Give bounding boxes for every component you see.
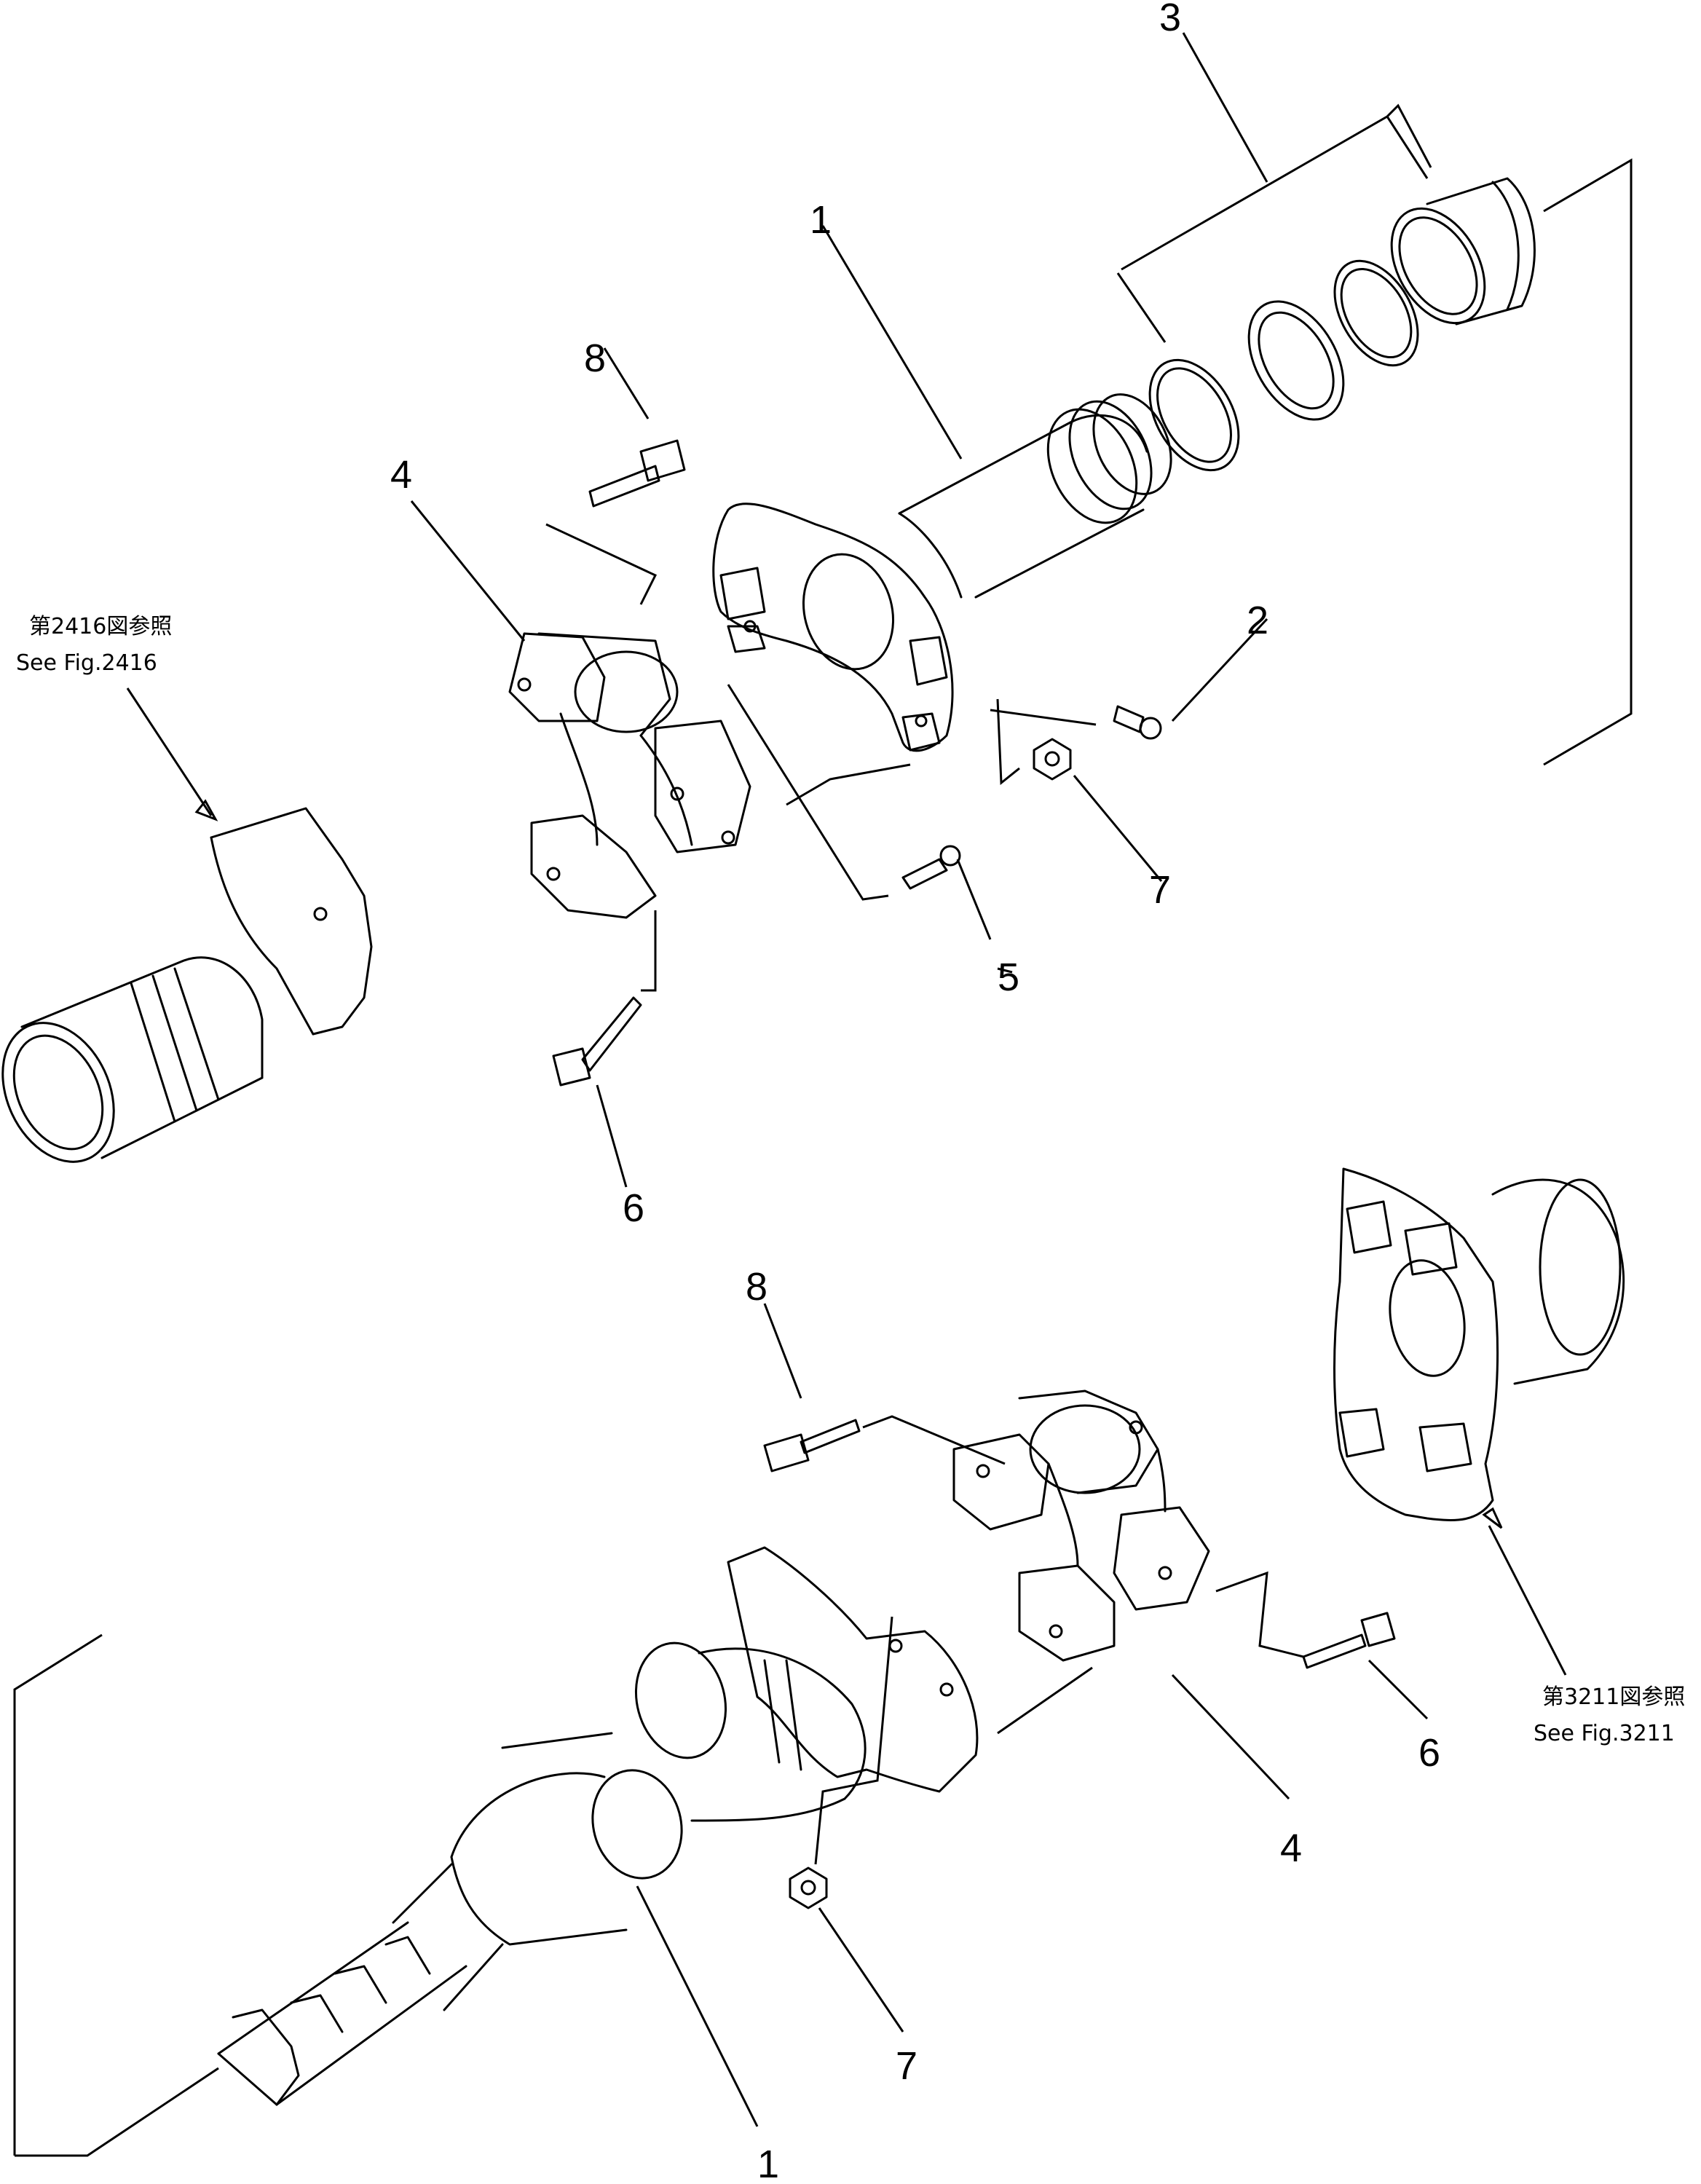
upper-leader-lines [126, 32, 1633, 1188]
upper-grease-fitting [901, 845, 961, 890]
lower-yoke [634, 1546, 979, 1822]
lower-callout-1: 1 [757, 2142, 779, 2184]
lower-reference-jp: 第3211図参照 [1542, 1684, 1685, 1710]
lower-bolt-8 [763, 1419, 861, 1473]
upper-callout-5: 5 [998, 955, 1019, 999]
upper-callout-3: 3 [1159, 0, 1181, 39]
upper-callout-6: 6 [623, 1186, 644, 1230]
lower-callout-6: 6 [1418, 1731, 1440, 1775]
lower-reference-en: See Fig.3211 [1534, 1721, 1675, 1746]
upper-callout-2: 2 [1247, 599, 1268, 642]
upper-yoke-flange [712, 502, 963, 752]
lower-reference-yoke [1333, 1167, 1625, 1521]
upper-callout-4: 4 [390, 453, 412, 497]
upper-bearing-kit [1148, 177, 1536, 472]
lower-bolt-6 [1302, 1612, 1396, 1669]
lower-nut-7 [789, 1866, 828, 1909]
upper-callout-1: 1 [810, 198, 832, 242]
upper-callout-7: 7 [1149, 868, 1171, 912]
upper-reference-jp: 第2416図参照 [29, 614, 172, 639]
lower-universal-joint [952, 1389, 1210, 1662]
lower-callout-7: 7 [896, 2044, 917, 2088]
upper-bolt-2 [1113, 705, 1162, 740]
lower-leader-lines [13, 1303, 1567, 2157]
lower-callout-8: 8 [746, 1265, 767, 1309]
upper-shaft-tube [898, 393, 1172, 599]
upper-assembly: 3 1 8 4 2 7 5 6 第2416図参照 See Fig.2416 [1, 0, 1633, 1230]
upper-nut-7 [1033, 738, 1072, 781]
upper-reference-flange-shaft [1, 807, 373, 1163]
upper-bolt-8 [588, 439, 686, 508]
lower-splined-shaft [217, 1732, 683, 2106]
lower-assembly: 8 6 4 7 1 第3211図参照 See Fig.3211 [13, 1167, 1685, 2184]
upper-universal-joint [508, 632, 751, 919]
upper-reference-en: See Fig.2416 [16, 650, 157, 676]
upper-callout-8: 8 [584, 336, 606, 380]
lower-callout-4: 4 [1280, 1826, 1302, 1870]
upper-bolt-6 [552, 996, 642, 1087]
